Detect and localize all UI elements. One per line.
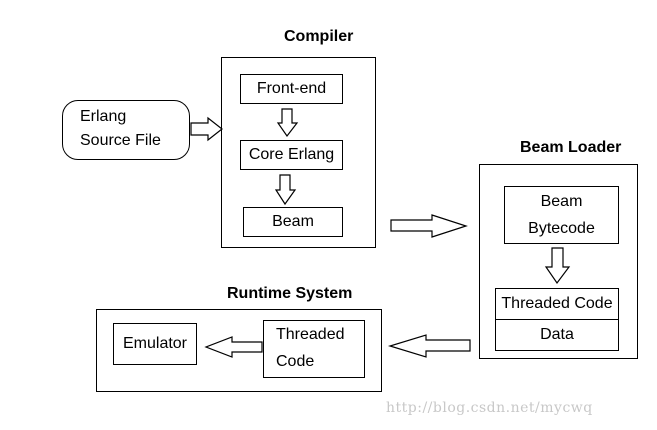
beam-node: Beam [243, 207, 343, 237]
compiler-title: Compiler [284, 28, 354, 45]
arrow-threaded-to-emulator [204, 336, 263, 358]
watermark-text: http://blog.csdn.net/mycwq [386, 400, 593, 416]
runtime-system-title: Runtime System [227, 285, 353, 302]
core-erlang-node: Core Erlang [240, 140, 343, 170]
beam-bytecode-line2: Bytecode [528, 220, 595, 237]
arrow-compiler-to-loader [390, 214, 468, 238]
beam-bytecode-line1: Beam [540, 193, 583, 210]
arrow-source-to-compiler [190, 116, 223, 142]
source-file-line1: Erlang [80, 108, 127, 125]
source-file-line2: Source File [80, 132, 161, 149]
emulator-node: Emulator [113, 323, 197, 365]
threaded-code-node: Threaded Code [495, 288, 619, 320]
beam-loader-title: Beam Loader [520, 139, 622, 156]
runtime-threaded-line2: Code [276, 353, 315, 370]
arrow-loader-to-runtime [387, 334, 471, 358]
erlang-source-file-node: Erlang Source File [62, 100, 190, 160]
runtime-threaded-line1: Threaded [276, 326, 345, 343]
beam-bytecode-node: Beam Bytecode [504, 186, 619, 244]
runtime-threaded-code-node: Threaded Code [263, 320, 365, 378]
arrow-frontend-to-core [276, 108, 299, 138]
arrow-core-to-beam [274, 174, 297, 206]
arrow-bytecode-to-threaded [544, 247, 571, 285]
front-end-node: Front-end [240, 74, 343, 104]
data-node: Data [495, 319, 619, 351]
